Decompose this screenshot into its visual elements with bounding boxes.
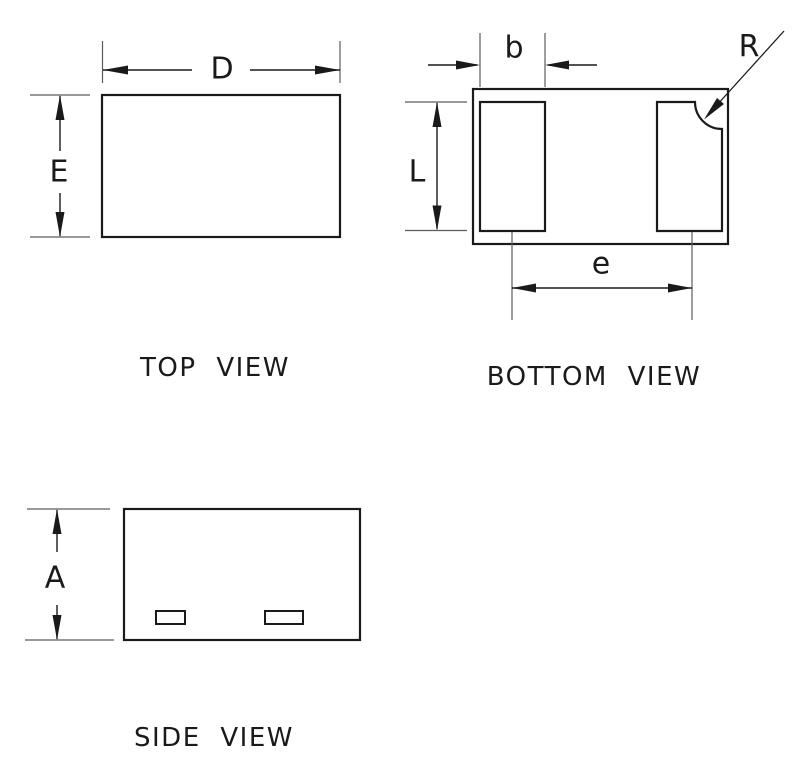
- bottom-view-left-terminal-pad: [478, 100, 547, 233]
- side-view-left-terminal: [155, 610, 186, 625]
- dim-e-pitch-label: e: [592, 247, 610, 282]
- dim-b-arrowheads: [456, 60, 569, 70]
- side-view-caption: SIDE VIEW: [134, 723, 294, 753]
- dim-r-label: R: [739, 30, 760, 65]
- dim-b-label: b: [504, 31, 523, 66]
- dim-l-label: L: [409, 155, 426, 190]
- bottom-view: b L e R BOTTOM VIEW: [405, 30, 785, 392]
- top-view-body-outline: [100, 93, 342, 239]
- bottom-view-caption: BOTTOM VIEW: [487, 362, 701, 392]
- top-view: D E TOP VIEW: [30, 41, 342, 383]
- top-view-extension-lines: [30, 41, 341, 238]
- side-view-extension-lines: [25, 508, 114, 641]
- dim-e-label: E: [50, 155, 69, 190]
- bottom-view-right-terminal-pad-with-notch: [655, 100, 724, 233]
- side-view: A SIDE VIEW: [25, 507, 362, 753]
- top-view-caption: TOP VIEW: [139, 353, 290, 383]
- dim-r-arrowhead: [704, 98, 724, 120]
- dim-d-arrowheads: [103, 65, 340, 75]
- side-view-right-terminal: [264, 610, 304, 625]
- dim-a-label: A: [45, 561, 66, 596]
- dim-d-label: D: [210, 52, 233, 87]
- bottom-view-extension-lines: [405, 33, 693, 320]
